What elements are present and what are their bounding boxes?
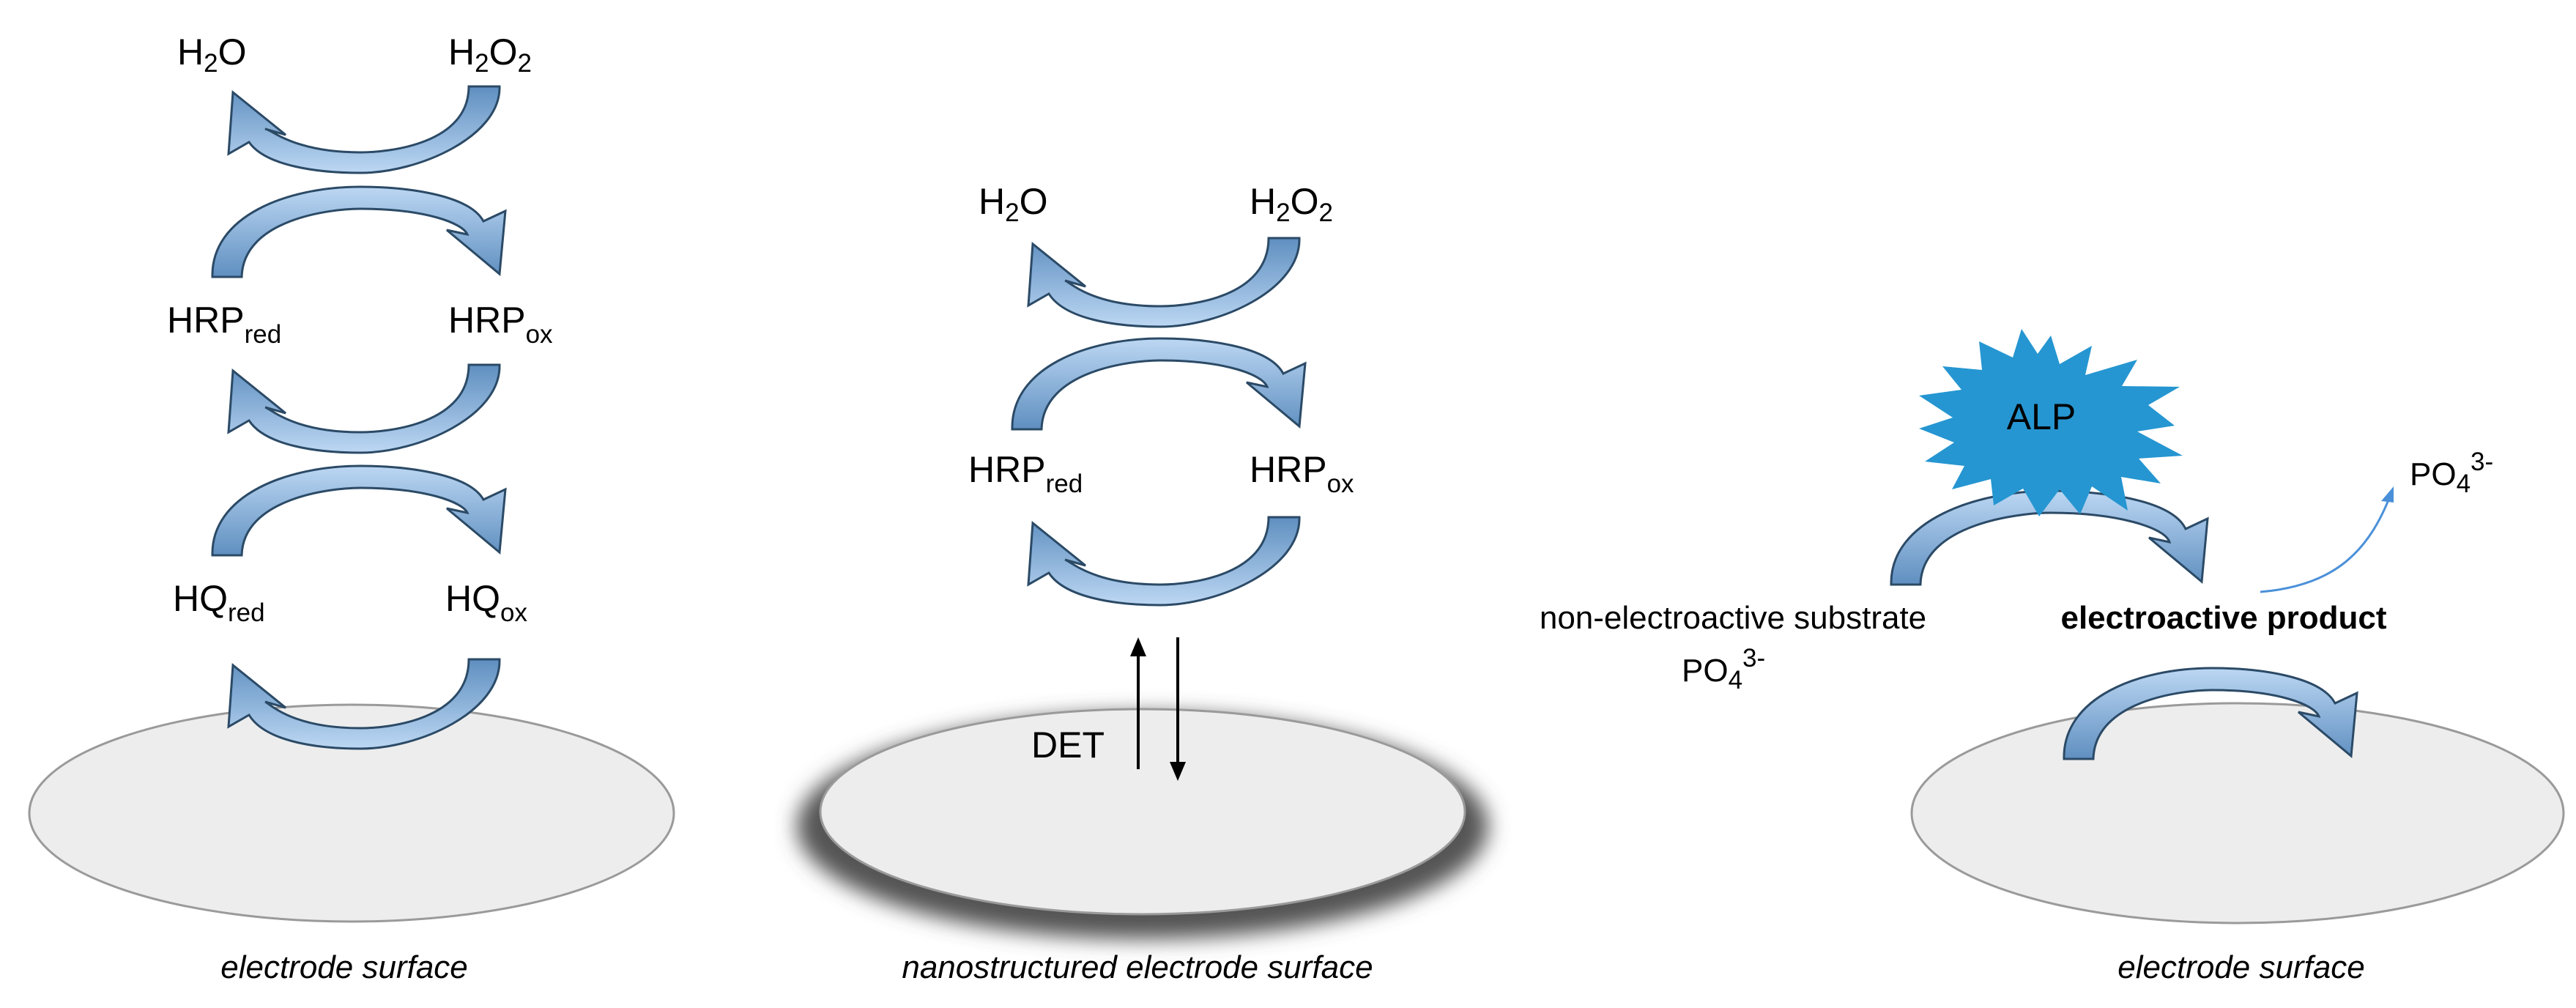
p3-hill-arrow-1	[1890, 489, 2209, 586]
p2-valley-arrow-1	[1027, 237, 1301, 328]
p1-hill-arrow-1	[211, 185, 507, 278]
p3-caption: electrode surface	[2117, 949, 2365, 985]
phosphate-release-arrow	[2260, 497, 2391, 593]
p3-hill-arrow-2	[2063, 667, 2358, 760]
det-arrows	[1130, 637, 1186, 781]
p2-caption: nanostructured electrode surface	[902, 949, 1373, 985]
p1-hrp-ox-label: HRPox	[448, 300, 553, 349]
p3-phosphate-top: PO43-	[2410, 448, 2493, 498]
p2-h2o2-label: H2O2	[1250, 181, 1333, 227]
p2-hill-arrow-1	[1011, 337, 1307, 431]
p1-hq-red-label: HQred	[173, 578, 265, 627]
p2-hrp-ox-label: HRPox	[1250, 449, 1354, 498]
p3-phosphate-bottom: PO43-	[1682, 644, 1765, 694]
alp-burst-icon	[1919, 329, 2183, 516]
p2-det-label: DET	[1031, 724, 1105, 766]
p1-h2o-label: H2O	[177, 32, 246, 78]
p1-valley-arrow-1	[227, 85, 501, 174]
p1-hill-arrow-2	[211, 464, 507, 557]
p1-hq-ox-label: HQox	[445, 578, 527, 627]
p2-hrp-red-label: HRPred	[968, 449, 1083, 498]
p2-valley-arrow-2	[1027, 516, 1301, 607]
p1-valley-arrow-2	[227, 363, 501, 454]
cycle-arrows	[211, 85, 2358, 760]
electrode-3	[1910, 702, 2565, 924]
p3-substrate-label: non-electroactive substrate	[1540, 600, 1926, 636]
p1-h2o2-label: H2O2	[448, 32, 532, 78]
electrode-1	[28, 703, 675, 923]
p1-valley-arrow-3	[227, 658, 501, 750]
electrode-2	[819, 708, 1466, 916]
p1-hrp-red-label: HRPred	[167, 300, 281, 349]
phosphate-release-arrowhead	[2381, 486, 2394, 503]
alp-label: ALP	[2007, 396, 2076, 437]
p2-h2o-label: H2O	[979, 181, 1047, 227]
p3-product-label: electroactive product	[2060, 600, 2386, 636]
p1-caption: electrode surface	[220, 949, 468, 985]
